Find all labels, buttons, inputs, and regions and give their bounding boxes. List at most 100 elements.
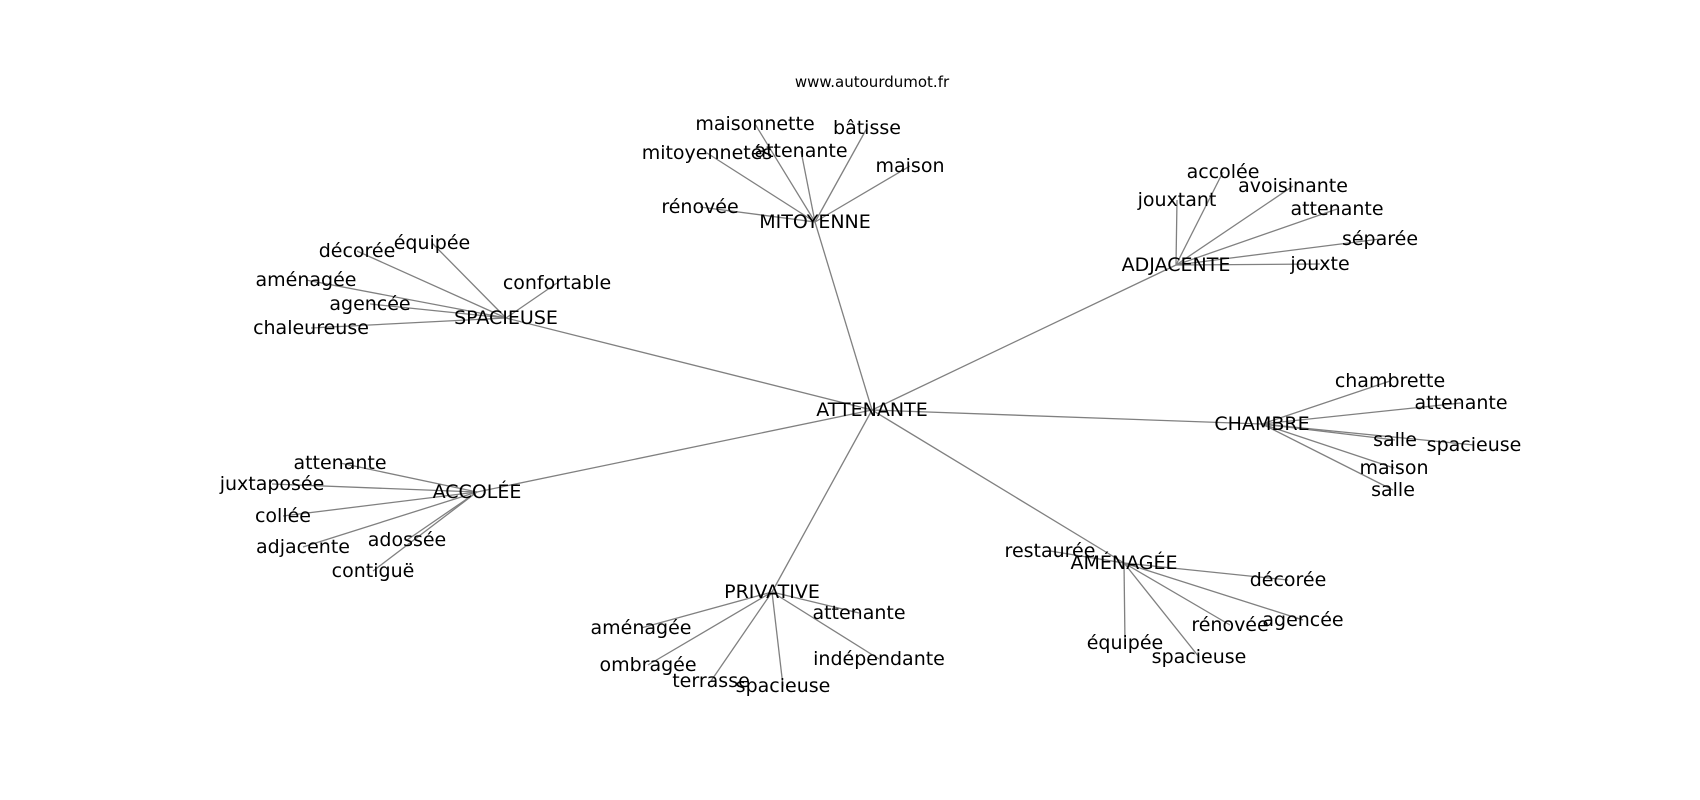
labels: ATTENANTE MITOYENNE maisonnette bâtisse mito…	[219, 113, 1522, 697]
edge-hub-leaf	[640, 591, 773, 629]
leaf-node[interactable]: attenante	[1290, 198, 1383, 220]
edge-hub-leaf	[1123, 562, 1289, 581]
edge-root-hub	[871, 409, 1263, 425]
edge-hub-leaf	[1261, 402, 1462, 425]
leaf-node[interactable]: attenante	[293, 452, 386, 474]
edge-hub-leaf	[505, 282, 558, 319]
edge-hub-leaf	[1175, 208, 1338, 266]
leaf-node[interactable]: confortable	[503, 272, 611, 294]
root-node[interactable]: ATTENANTE	[816, 399, 927, 421]
leaf-node[interactable]: décorée	[1250, 569, 1327, 591]
leaf-node[interactable]: attenante	[754, 140, 847, 162]
leaf-node[interactable]: chambrette	[1335, 370, 1445, 392]
edge-root-hub	[476, 409, 873, 493]
hub-node[interactable]: PRIVATIVE	[724, 581, 820, 603]
edge-hub-leaf	[706, 152, 816, 223]
edge-root-hub	[871, 409, 1125, 564]
leaf-node[interactable]: rénovée	[1191, 614, 1268, 636]
edge-hub-leaf	[699, 206, 816, 223]
hub-node[interactable]: CHAMBRE	[1214, 413, 1309, 435]
edge-hub-leaf	[1123, 562, 1304, 621]
edge-root-hub	[505, 317, 873, 411]
leaf-node[interactable]: aménagée	[256, 269, 357, 291]
leaf-node[interactable]: attenante	[1414, 392, 1507, 414]
edge-hub-leaf	[356, 250, 507, 319]
edge-hub-leaf	[271, 483, 478, 493]
edges	[271, 123, 1475, 687]
hub-node[interactable]: SPACIEUSE	[454, 307, 558, 329]
leaf-node[interactable]: séparée	[1342, 228, 1418, 250]
leaf-node[interactable]: rénovée	[661, 196, 738, 218]
edge-hub-leaf	[1049, 550, 1125, 564]
edge-hub-leaf	[1261, 380, 1391, 425]
leaf-node[interactable]: contiguë	[332, 560, 415, 582]
leaf-node[interactable]: décorée	[319, 240, 396, 262]
hub-node[interactable]: ADJACENTE	[1122, 254, 1231, 276]
edge-root-hub	[871, 264, 1177, 411]
edge-hub-leaf	[1123, 562, 1126, 644]
edge-hub-leaf	[369, 303, 507, 319]
leaf-node[interactable]: salle	[1373, 429, 1417, 451]
leaf-node[interactable]: maison	[1360, 457, 1429, 479]
leaf-node[interactable]: jouxtant	[1137, 189, 1217, 211]
edge-hub-leaf	[647, 591, 773, 666]
leaf-node[interactable]: accolée	[1187, 161, 1260, 183]
edge-hub-leaf	[406, 491, 478, 541]
edge-hub-leaf	[771, 591, 880, 660]
edge-hub-leaf	[754, 123, 816, 223]
hub-node[interactable]: AMÉNAGÉE	[1070, 551, 1177, 574]
leaf-node[interactable]: spacieuse	[736, 675, 831, 697]
edge-root-hub	[771, 409, 873, 593]
leaf-node[interactable]: spacieuse	[1152, 646, 1247, 668]
hub-node[interactable]: ACCOLÉE	[433, 480, 522, 503]
edge-hub-leaf	[1261, 423, 1475, 446]
edge-root-hub	[814, 221, 873, 411]
leaf-node[interactable]: juxtaposée	[219, 473, 325, 495]
watermark: www.autourdumot.fr	[795, 73, 950, 91]
edge-hub-leaf	[302, 491, 478, 548]
leaf-node[interactable]: agencée	[329, 293, 410, 315]
leaf-node[interactable]: adossée	[368, 529, 447, 551]
leaf-node[interactable]: équipée	[1087, 632, 1164, 654]
edge-hub-leaf	[310, 317, 507, 329]
leaf-node[interactable]: indépendante	[813, 648, 945, 670]
leaf-node[interactable]: maison	[876, 155, 945, 177]
leaf-node[interactable]: maisonnette	[695, 113, 814, 135]
leaf-node[interactable]: avoisinante	[1238, 175, 1348, 197]
leaf-node[interactable]: chaleureuse	[253, 317, 369, 339]
edge-hub-leaf	[372, 491, 478, 572]
edge-hub-leaf	[1175, 263, 1321, 266]
edge-hub-leaf	[1123, 562, 1200, 658]
edge-hub-leaf	[431, 242, 507, 319]
edge-hub-leaf	[1261, 423, 1395, 469]
leaf-node[interactable]: restaurée	[1005, 540, 1096, 562]
leaf-node[interactable]: ombragée	[599, 654, 696, 676]
edge-hub-leaf	[1175, 199, 1178, 266]
leaf-node[interactable]: jouxte	[1289, 253, 1349, 275]
leaf-node[interactable]: salle	[1371, 479, 1415, 501]
leaf-node[interactable]: agencée	[1262, 609, 1343, 631]
hub-node[interactable]: MITOYENNE	[759, 211, 871, 233]
edge-hub-leaf	[282, 491, 478, 517]
edge-hub-leaf	[800, 150, 816, 223]
edge-hub-leaf	[1261, 423, 1394, 491]
leaf-node[interactable]: équipée	[394, 232, 471, 254]
leaf-node[interactable]: collée	[255, 505, 311, 527]
leaf-node[interactable]: terrasse	[672, 670, 750, 692]
edge-hub-leaf	[339, 462, 478, 493]
leaf-node[interactable]: mitoyennetés	[642, 142, 773, 164]
edge-hub-leaf	[710, 591, 773, 682]
edge-hub-leaf	[771, 591, 784, 687]
leaf-node[interactable]: aménagée	[591, 617, 692, 639]
edge-hub-leaf	[1123, 562, 1231, 626]
leaf-node[interactable]: adjacente	[256, 536, 350, 558]
edge-hub-leaf	[1175, 185, 1294, 266]
leaf-node[interactable]: bâtisse	[833, 117, 901, 139]
edge-hub-leaf	[1175, 171, 1224, 266]
leaf-node[interactable]: attenante	[812, 602, 905, 624]
edge-hub-leaf	[305, 279, 507, 319]
leaf-node[interactable]: spacieuse	[1427, 434, 1522, 456]
edge-hub-leaf	[771, 591, 860, 614]
edge-hub-leaf	[814, 127, 868, 223]
